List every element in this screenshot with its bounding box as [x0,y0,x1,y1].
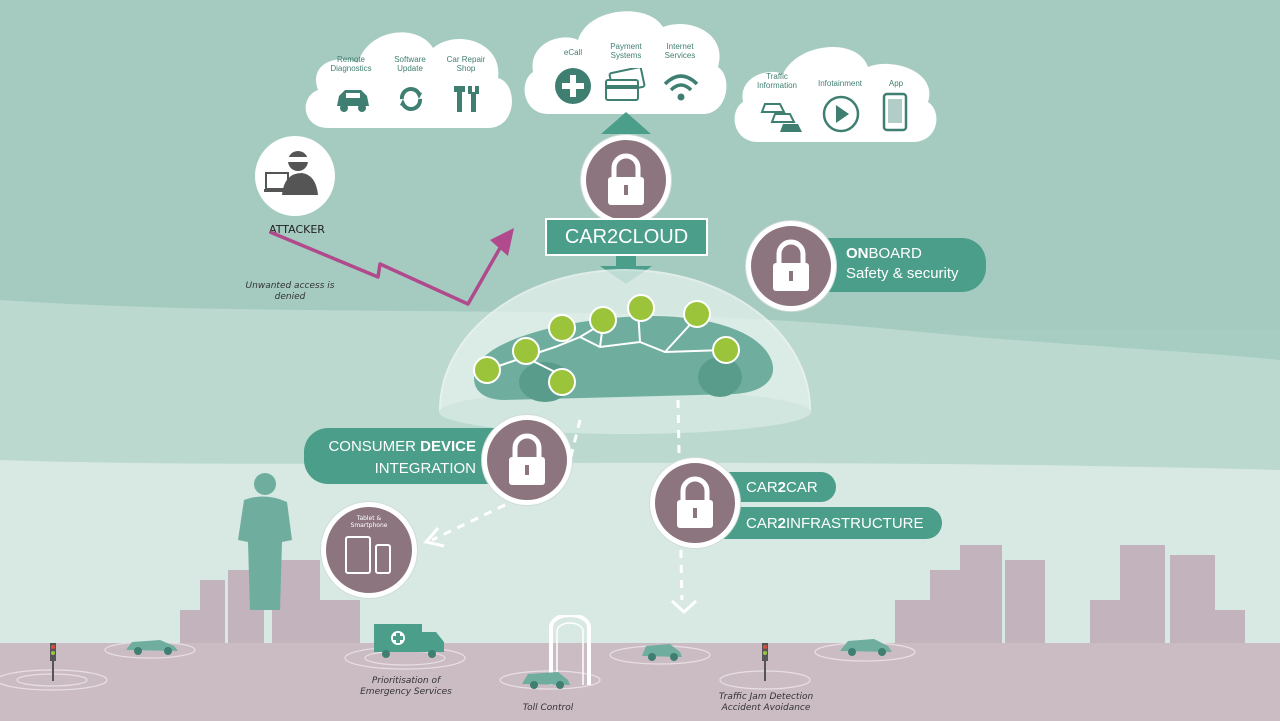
tablet-phone-icon [345,536,391,574]
devices-label: Tablet & Smartphone [350,515,388,529]
left-skyline [180,560,360,645]
padlock-icon [677,476,713,528]
down-chevron-icon [670,599,698,615]
wrench-icon [454,86,479,112]
onboard-sub: Safety & security [846,265,959,282]
consumer-device: DEVICE [420,438,476,455]
car2cloud-lock [581,135,671,225]
car2car-strong: 2 [777,479,787,496]
cloud-left-item-2: Software Update [394,55,426,73]
play-icon [822,95,860,133]
attacker-icon [255,136,335,216]
car2car-pre: CAR [746,479,778,496]
consumer-line2: INTEGRATION [374,460,476,477]
car2infra-pre: CAR [746,515,778,532]
person-silhouette [238,473,292,610]
devices-circle: Tablet & Smartphone [321,502,417,598]
traffic-light-right-icon [762,643,768,681]
toll-gate-icon [549,615,591,685]
onboard-rest: BOARD [868,245,922,262]
emergency-label: Prioritisation of Emergency Services [360,676,452,697]
attacker-label: ATTACKER [269,223,325,236]
traffic-cars-icon [760,103,802,132]
car2car-post: CAR [786,479,818,496]
padlock-icon [608,153,644,205]
consumer-lock [482,415,572,505]
right-skyline [895,545,1245,645]
cloud-right [734,47,937,142]
car2cloud-banner: CAR2CLOUD [545,218,708,256]
ambulance-truck-icon [374,624,444,658]
cloud-center-item-2: Payment Systems [610,42,642,60]
cloud-left-item-3: Car Repair Shop [446,55,486,73]
wifi-icon [663,74,699,101]
car2car-lock [650,458,740,548]
car-toll-icon [522,672,570,689]
onboard-lock [746,221,836,311]
dashed-arrows [423,400,684,600]
consumer-pill: CONSUMER DEVICE INTEGRATION [304,428,516,484]
dome-car-illustration [438,269,812,434]
toll-label: Toll Control [522,703,574,713]
car-diagnostics-icon [337,90,369,112]
smartphone-app-icon [882,92,908,132]
update-icon [399,87,423,111]
car-right-icon [840,639,892,656]
traffic-label: Traffic Jam Detection Accident Avoidance [718,692,814,713]
up-arrow-icon [601,112,651,134]
car2infra-strong: 2 [777,515,787,532]
car-center-icon [642,644,682,661]
car-left-icon [126,640,178,655]
cloud-right-item-1: Traffic Information [756,72,798,90]
padlock-icon [773,239,809,291]
cloud-left-item-1: Remote Diagnostics [330,55,372,73]
padlock-icon [509,433,545,485]
attack-arrow [269,228,514,306]
cloud-center-item-1: eCall [563,48,583,57]
cloud-right-item-2: Infotainment [817,79,863,88]
cloud-right-item-3: App [888,79,904,88]
credit-card-icon [605,68,646,101]
car2infra-pill: CAR2INFRASTRUCTURE [700,507,942,539]
car2infra-post: INFRASTRUCTURE [786,515,924,532]
attacker-note: Unwanted access is denied [245,281,335,302]
traffic-light-left-icon [50,643,56,681]
ecall-plus-icon [555,68,591,104]
consumer-line1: CONSUMER [328,438,421,455]
onboard-strong: ON [846,245,869,262]
cloud-center-item-3: Internet Services [664,42,696,60]
